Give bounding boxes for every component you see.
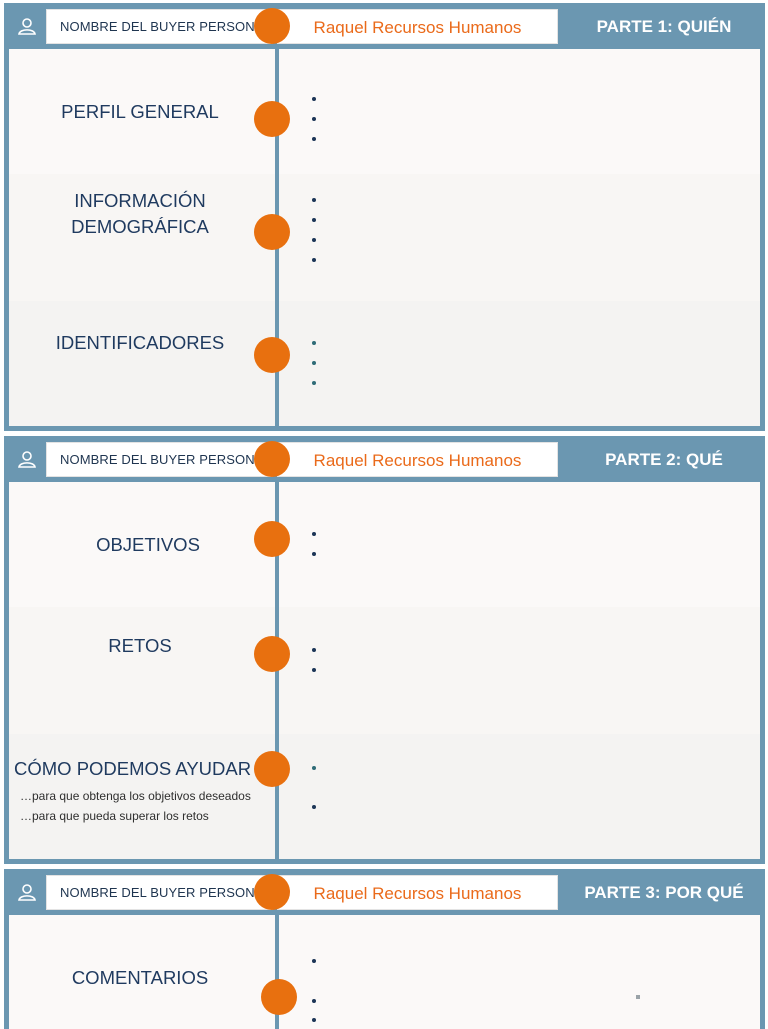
part-title: PARTE 1: QUIÉN — [596, 17, 732, 36]
bullet-point[interactable] — [312, 668, 316, 672]
bullet-point[interactable] — [312, 959, 316, 963]
buyer-persona-label-box: NOMBRE DEL BUYER PERSONA — [46, 442, 273, 477]
part-title: PARTE 3: POR QUÉ — [584, 883, 744, 902]
bullet-point[interactable] — [312, 552, 316, 556]
section-objetivos: OBJETIVOS — [9, 482, 760, 607]
buyer-persona-label: NOMBRE DEL BUYER PERSONA — [60, 452, 264, 467]
bullet-point[interactable] — [312, 97, 316, 101]
section-label: RETOS — [108, 635, 172, 656]
bullet-point[interactable] — [312, 117, 316, 121]
bullet-point[interactable] — [312, 238, 316, 242]
bullet-point[interactable] — [312, 137, 316, 141]
bullet-point[interactable] — [312, 766, 316, 770]
section-label: COMENTARIOS — [71, 967, 209, 988]
panel-body: OBJETIVOS RETOS CÓMO PODEMOS AYUDAR …par… — [9, 482, 760, 859]
buyer-persona-name: Raquel Recursos Humanos — [313, 884, 522, 903]
timeline-dot — [254, 101, 290, 137]
section-retos: RETOS — [9, 607, 760, 734]
bullet-point[interactable] — [312, 361, 316, 365]
part-title: PARTE 2: QUÉ — [605, 450, 723, 469]
buyer-persona-name: Raquel Recursos Humanos — [313, 18, 522, 37]
panel-part-3: NOMBRE DEL BUYER PERSONA Raquel Recursos… — [4, 869, 765, 1029]
buyer-persona-label: NOMBRE DEL BUYER PERSONA — [60, 885, 264, 900]
bullet-point[interactable] — [312, 341, 316, 345]
bullet-point[interactable] — [312, 805, 316, 809]
timeline-dot — [254, 751, 290, 787]
bullet-point[interactable] — [312, 999, 316, 1003]
buyer-persona-name: Raquel Recursos Humanos — [313, 451, 522, 470]
section-informacion-demografica: INFORMACIÓN DEMOGRÁFICA — [9, 174, 760, 301]
section-label: INFORMACIÓN DEMOGRÁFICA — [71, 190, 209, 237]
bullet-point[interactable] — [312, 532, 316, 536]
user-icon — [18, 451, 36, 468]
timeline-dot — [261, 979, 297, 1015]
bullet-point[interactable] — [312, 218, 316, 222]
timeline-dot — [254, 441, 290, 477]
section-label: PERFIL GENERAL — [61, 101, 219, 122]
panel-part-2: NOMBRE DEL BUYER PERSONA Raquel Recursos… — [4, 436, 765, 864]
section-identificadores: IDENTIFICADORES — [9, 301, 760, 426]
timeline-dot — [254, 521, 290, 557]
buyer-persona-name-field[interactable]: Raquel Recursos Humanos — [277, 442, 558, 477]
section-perfil-general: PERFIL GENERAL — [9, 49, 760, 174]
panel-part-1: NOMBRE DEL BUYER PERSONA Raquel Recursos… — [4, 3, 765, 431]
user-icon — [18, 18, 36, 35]
panel-body: PERFIL GENERAL INFORMACIÓN DEMOGRÁFICA I… — [9, 49, 760, 426]
timeline-dot — [254, 337, 290, 373]
section-label: IDENTIFICADORES — [55, 332, 225, 353]
timeline-dot — [254, 636, 290, 672]
section-note: …para que pueda superar los retos — [20, 809, 209, 823]
section-como-podemos-ayudar: CÓMO PODEMOS AYUDAR …para que obtenga lo… — [9, 734, 760, 859]
section-comentarios: COMENTARIOS — [9, 915, 760, 1029]
buyer-persona-label-box: NOMBRE DEL BUYER PERSONA — [46, 875, 273, 910]
bullet-point[interactable] — [312, 1018, 316, 1022]
buyer-persona-name-field[interactable]: Raquel Recursos Humanos — [277, 9, 558, 44]
panel-body: COMENTARIOS — [9, 915, 760, 1029]
bullet-point[interactable] — [312, 381, 316, 385]
buyer-persona-name-field[interactable]: Raquel Recursos Humanos — [277, 875, 558, 910]
buyer-persona-label: NOMBRE DEL BUYER PERSONA — [60, 19, 264, 34]
timeline-line — [275, 915, 279, 1029]
timeline-dot — [254, 8, 290, 44]
bullet-point[interactable] — [312, 648, 316, 652]
section-label: CÓMO PODEMOS AYUDAR — [14, 758, 252, 779]
section-note: …para que obtenga los objetivos deseados — [20, 789, 251, 803]
bullet-point[interactable] — [312, 258, 316, 262]
timeline-dot — [254, 874, 290, 910]
timeline-dot — [254, 214, 290, 250]
section-label: OBJETIVOS — [96, 534, 200, 555]
placeholder-mark — [636, 995, 640, 999]
bullet-point[interactable] — [312, 198, 316, 202]
user-icon — [18, 884, 36, 901]
buyer-persona-label-box: NOMBRE DEL BUYER PERSONA — [46, 9, 273, 44]
